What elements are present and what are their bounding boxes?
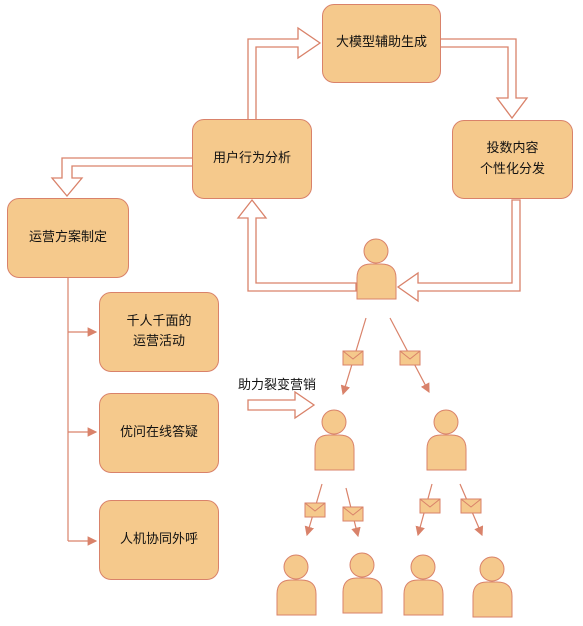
arrow-viral-marketing	[247, 390, 316, 420]
plan-branch-lines	[67, 278, 98, 546]
person-icon	[314, 409, 355, 471]
node-operation-plan: 运营方案制定	[7, 198, 129, 278]
person-icon	[403, 554, 444, 616]
arrow-distribute-to-user	[396, 199, 521, 303]
envelope-icon	[399, 350, 421, 366]
node-user-behavior-analysis: 用户行为分析	[192, 119, 312, 199]
arrow-analysis-to-model	[247, 26, 322, 121]
arrow-analysis-to-plan	[50, 157, 194, 198]
arrow-model-to-distribute	[439, 38, 529, 120]
node-model-generation: 大模型辅助生成	[322, 4, 441, 83]
envelope-icon	[304, 502, 326, 518]
node-outbound-call: 人机协同外呼	[99, 500, 219, 580]
node-personalized-activity: 千人千面的 运营活动	[99, 292, 219, 372]
viral-marketing-label: 助力裂变营销	[238, 378, 317, 393]
envelope-icon	[419, 498, 441, 514]
person-icon	[426, 409, 467, 471]
person-icon	[356, 238, 397, 300]
person-icon	[276, 554, 317, 616]
node-online-qa: 优问在线答疑	[99, 393, 219, 473]
arrow-user-to-analysis	[236, 198, 357, 292]
envelope-icon	[460, 498, 482, 514]
node-content-distribution: 投数内容 个性化分发	[452, 120, 573, 199]
envelope-icon	[342, 350, 364, 366]
envelope-icon	[342, 506, 364, 522]
person-icon	[342, 552, 383, 614]
person-icon	[472, 556, 513, 618]
